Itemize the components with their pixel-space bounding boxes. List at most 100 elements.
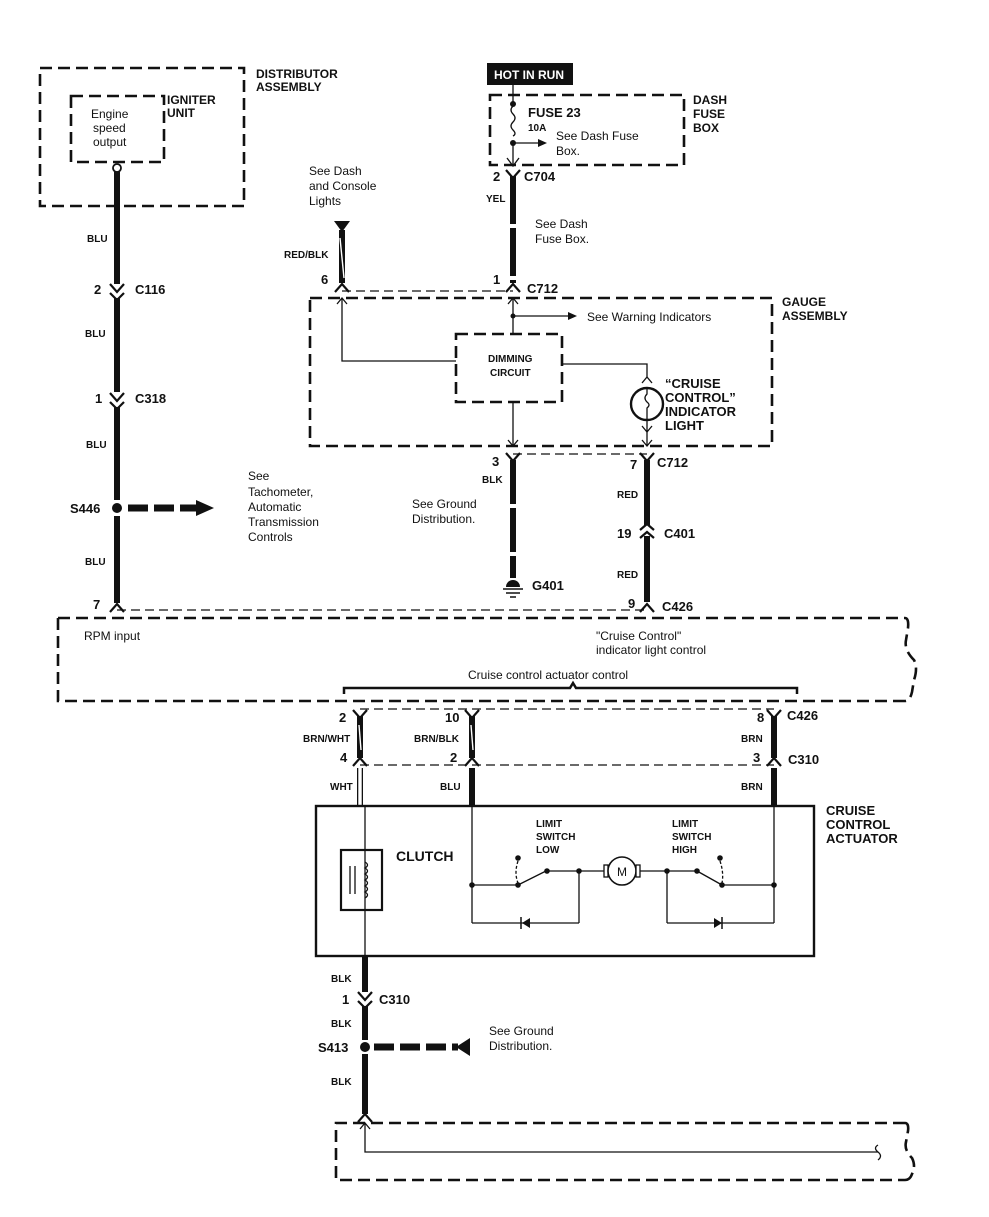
dimming-label-2: CIRCUIT [490, 368, 531, 379]
gauge-assembly-box [308, 296, 774, 448]
wire-break-icon [874, 1144, 882, 1161]
ground-g401-label: G401 [532, 578, 564, 593]
dash-fuse-box-label-3: BOX [693, 121, 719, 135]
c712-top-name: C712 [527, 281, 558, 296]
ref-ground-1a: See Ground [412, 497, 477, 511]
dimming-label-1: DIMMING [488, 354, 533, 365]
ref-ground-2a: See Ground [489, 1024, 554, 1038]
indicator-label-1: “CRUISE [665, 376, 721, 391]
ground-distribution-box [334, 1121, 905, 1182]
motor-label: M [617, 865, 627, 879]
actuator-label-3: ACTUATOR [826, 831, 898, 846]
wire-label-brn-blk: BRN/BLK [414, 734, 460, 745]
bulb-filament [644, 389, 650, 419]
actuator-label-1: CRUISE [826, 803, 875, 818]
ref-warning: See Warning Indicators [587, 310, 711, 324]
connector-c401-icon [639, 522, 655, 539]
c318-pin: 1 [95, 391, 102, 406]
wire-label-blu-3: BLU [86, 440, 107, 451]
splice-s413-icon [360, 1042, 370, 1052]
light-arrow-in [641, 375, 653, 384]
light-arrow-out [641, 425, 653, 434]
ref-console-2: and Console [309, 179, 377, 193]
ground-internal-wire [364, 1123, 878, 1153]
c310-bottom-pin: 1 [342, 992, 349, 1007]
c426-bottom-pin-8: 8 [757, 710, 764, 725]
unit-break-icon [904, 616, 918, 703]
clutch-coil-icon [339, 848, 384, 912]
wire-label-yel: YEL [486, 194, 505, 205]
c401-pin: 19 [617, 526, 631, 541]
wire-label-blk-1: BLK [331, 974, 352, 985]
ref-ground-1b: Distribution. [412, 512, 475, 526]
fuse-arrow-icon [538, 139, 547, 147]
ground-connector-icon [357, 1112, 373, 1123]
clutch-label: CLUTCH [396, 848, 454, 864]
warning-arrow-icon [568, 312, 577, 320]
wire-label-brn-1: BRN [741, 734, 763, 745]
wire-label-blu-1: BLU [87, 234, 108, 245]
splice-s413-label: S413 [318, 1040, 348, 1055]
dimming-to-light-wire [562, 363, 648, 378]
c712-pin-7: 7 [630, 457, 637, 472]
ref-dash-fuse-1b: Box. [556, 144, 580, 158]
indicator-control-label-2: indicator light control [596, 643, 706, 657]
connector-c712-pin6-icon [334, 282, 350, 293]
wire-label-blk-3: BLK [331, 1077, 352, 1088]
limit-low-label-2: SWITCH [536, 832, 575, 843]
hot-in-run-badge [487, 63, 573, 85]
dash-fuse-box-label-2: FUSE [693, 107, 725, 121]
gauge-arrow-top [507, 296, 519, 305]
connector-c318-icon [109, 392, 125, 411]
fuse-icon [510, 105, 516, 137]
cruise-control-unit-box [56, 616, 905, 703]
gauge-internal-wire-left [341, 298, 456, 362]
igniter-label-2: UNIT [167, 106, 196, 120]
actuator-label-2: CONTROL [826, 817, 890, 832]
c712-pin-6: 6 [321, 272, 328, 287]
ref-dash-fuse-2b: Fuse Box. [535, 232, 589, 246]
connector-c310-pin3-icon [766, 756, 782, 767]
actuator-control-bracket [342, 680, 799, 694]
limit-high-label-1: LIMIT [672, 819, 698, 830]
dash-fuse-box-label-1: DASH [693, 93, 727, 107]
light-arrow-out-2 [641, 439, 653, 448]
c712-pin-3: 3 [492, 454, 499, 469]
wire-label-blu-act: BLU [440, 782, 461, 793]
connector-c310-pin4-icon [352, 756, 368, 767]
c426-bottom-pin-2: 2 [339, 710, 346, 725]
connector-c712-pin1-icon [505, 282, 521, 293]
ref-tach-1: See [248, 469, 270, 483]
ground-box-break-icon [904, 1121, 916, 1182]
wire-label-brn-2: BRN [741, 782, 763, 793]
s446-arrow-icon [196, 500, 214, 516]
connector-c426-pin7-icon [109, 602, 125, 613]
fuse-out-arrow [506, 157, 520, 168]
gauge-arrow-left [336, 296, 348, 305]
igniter-unit-box [69, 94, 166, 164]
rpm-input-label: RPM input [84, 629, 141, 643]
wire-label-wht: WHT [330, 782, 353, 793]
indicator-label-4: LIGHT [665, 418, 704, 433]
dimming-circuit-box [454, 332, 564, 404]
dimming-arrow-out [507, 439, 519, 448]
console-lights-arrow-icon [334, 221, 350, 232]
limit-switch-high-icon [696, 870, 723, 886]
dash-fuse-box [488, 93, 686, 167]
c401-name: C401 [664, 526, 695, 541]
c310-top-pin-3: 3 [753, 750, 760, 765]
wire-label-red-1: RED [617, 490, 638, 501]
limit-high-label-2: SWITCH [672, 832, 711, 843]
ref-tach-4: Transmission [248, 515, 319, 529]
ref-dash-fuse-2a: See Dash [535, 217, 588, 231]
wire-label-red-2: RED [617, 570, 638, 581]
hot-in-run-label: HOT IN RUN [494, 68, 564, 82]
splice-s446-label: S446 [70, 501, 100, 516]
c426-bottom-name: C426 [787, 708, 818, 723]
c712-bottom-name: C712 [657, 455, 688, 470]
c426-pin-9: 9 [628, 596, 635, 611]
wire-stripe [339, 237, 345, 279]
fuse-rating: 10A [528, 123, 546, 134]
engine-speed-line-2: speed [93, 121, 126, 135]
cruise-control-actuator-box [314, 804, 816, 958]
